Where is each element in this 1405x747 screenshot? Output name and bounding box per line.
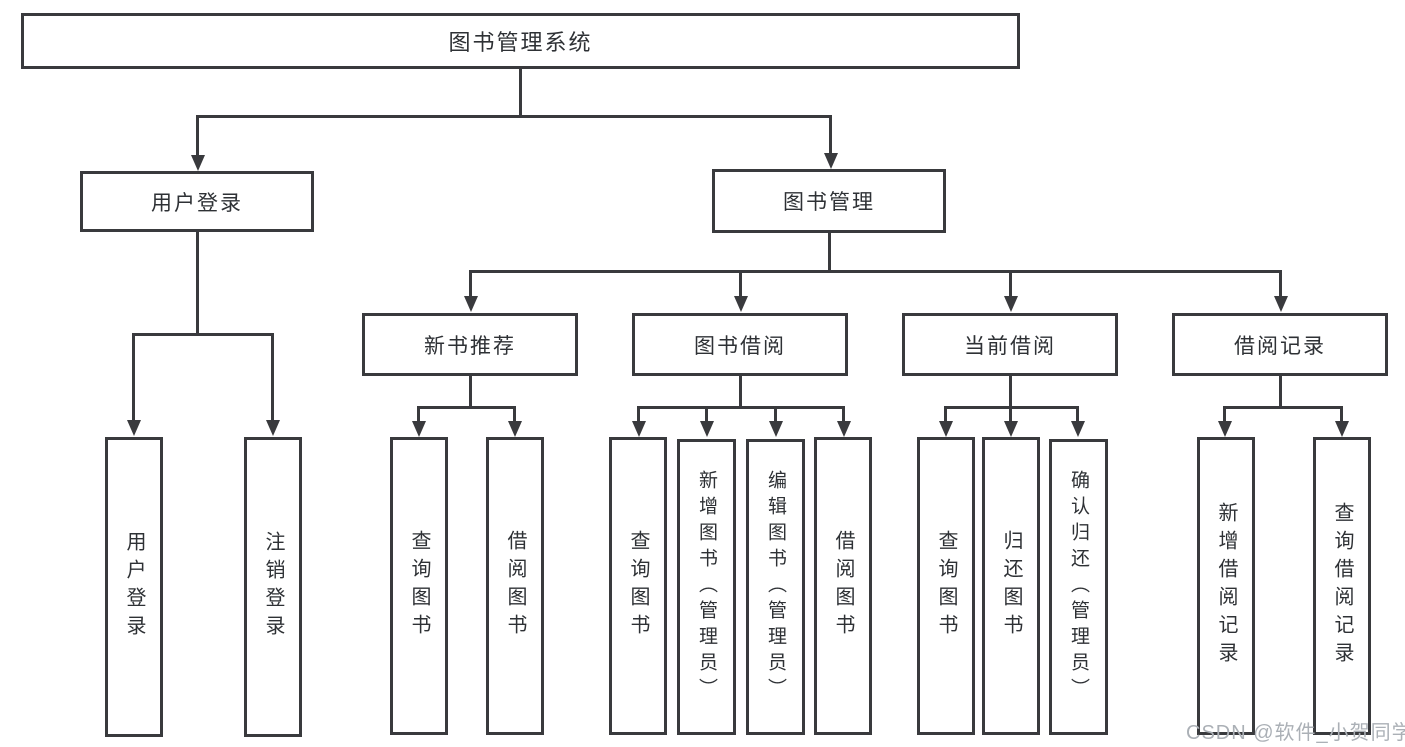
node-logout-action: 注销登录 (244, 437, 302, 737)
connector-line (196, 115, 199, 157)
arrowhead-down (769, 421, 783, 437)
node-confirm-return-admin: 确认归还（管理员） (1049, 439, 1108, 735)
connector-line (469, 270, 472, 298)
arrowhead-down (1218, 421, 1232, 437)
connector-line (1009, 374, 1012, 409)
node-return-books: 归还图书 (982, 437, 1040, 735)
connector-line (1340, 406, 1343, 422)
node-label: 查询图书 (408, 530, 430, 642)
connector-line (1009, 406, 1012, 422)
arrowhead-down (734, 296, 748, 312)
connector-line (196, 115, 832, 118)
node-label: 图书管理系统 (448, 30, 593, 55)
connector-line (417, 406, 516, 409)
connector-line (944, 406, 947, 422)
arrowhead-down (632, 421, 646, 437)
node-label: 编辑图书（管理员） (765, 470, 786, 704)
node-user-login: 用户登录 (80, 171, 314, 232)
node-label: 注销登录 (262, 531, 284, 643)
node-label: 新书推荐 (424, 334, 516, 358)
arrowhead-down (464, 296, 478, 312)
node-label: 当前借阅 (964, 334, 1056, 358)
node-borrow-books: 借阅图书 (814, 437, 872, 735)
connector-line (705, 406, 708, 422)
node-label: 查询图书 (935, 530, 957, 642)
connector-line (1279, 374, 1282, 409)
connector-line (469, 374, 472, 409)
csdn-watermark: CSDN @软件_小贺同学 (1186, 722, 1405, 744)
node-user-login-action: 用户登录 (105, 437, 163, 737)
node-label: 归还图书 (1000, 530, 1022, 642)
arrowhead-down (127, 420, 141, 436)
connector-line (519, 67, 522, 117)
connector-line (1223, 406, 1226, 422)
node-label: 查询图书 (627, 530, 649, 642)
connector-line (774, 406, 777, 422)
connector-line (637, 406, 845, 409)
node-current-borrowing: 当前借阅 (902, 313, 1118, 376)
node-add-books-admin: 新增图书（管理员） (677, 439, 736, 735)
arrowhead-down (1071, 421, 1085, 437)
node-label: 借阅记录 (1234, 334, 1326, 358)
node-borrow-records: 借阅记录 (1172, 313, 1388, 376)
connector-line (1279, 270, 1282, 298)
node-query-books: 查询图书 (609, 437, 667, 735)
connector-line (739, 374, 742, 409)
connector-line (132, 333, 274, 336)
connector-line (637, 406, 640, 422)
arrowhead-down (412, 421, 426, 437)
node-label: 确认归还（管理员） (1068, 470, 1089, 704)
connector-line (196, 231, 199, 336)
node-label: 借阅图书 (832, 530, 854, 642)
arrowhead-down (266, 420, 280, 436)
arrowhead-down (1004, 296, 1018, 312)
node-label: 用户登录 (123, 531, 145, 643)
arrowhead-down (939, 421, 953, 437)
node-query-books: 查询图书 (390, 437, 448, 735)
connector-line (132, 333, 135, 420)
node-new-book-recommend: 新书推荐 (362, 313, 578, 376)
connector-line (1223, 406, 1343, 409)
connector-line (829, 115, 832, 155)
connector-line (828, 231, 831, 273)
node-label: 图书管理 (783, 191, 875, 214)
node-add-borrow-record: 新增借阅记录 (1197, 437, 1255, 735)
connector-line (469, 270, 1282, 273)
node-label: 查询借阅记录 (1331, 502, 1353, 670)
arrowhead-down (1335, 421, 1349, 437)
arrowhead-down (1004, 421, 1018, 437)
connector-line (513, 406, 516, 422)
node-library-management-system: 图书管理系统 (21, 13, 1020, 69)
node-query-books: 查询图书 (917, 437, 975, 735)
arrowhead-down (1274, 296, 1288, 312)
connector-line (1076, 406, 1079, 422)
connector-line (739, 270, 742, 298)
node-label: 新增图书（管理员） (696, 470, 717, 704)
arrowhead-down (700, 421, 714, 437)
node-borrow-books: 借阅图书 (486, 437, 544, 735)
arrowhead-down (191, 155, 205, 171)
node-label: 用户登录 (151, 191, 243, 215)
connector-line (417, 406, 420, 422)
node-edit-books-admin: 编辑图书（管理员） (746, 439, 805, 735)
node-label: 图书借阅 (694, 334, 786, 358)
connector-line (842, 406, 845, 422)
node-query-borrow-record: 查询借阅记录 (1313, 437, 1371, 735)
connector-line (1009, 270, 1012, 298)
arrowhead-down (508, 421, 522, 437)
connector-line (271, 333, 274, 420)
node-book-management: 图书管理 (712, 169, 946, 233)
node-label: 借阅图书 (504, 530, 526, 642)
node-label: 新增借阅记录 (1215, 502, 1237, 670)
arrowhead-down (837, 421, 851, 437)
node-book-borrowing: 图书借阅 (632, 313, 848, 376)
arrowhead-down (824, 153, 838, 169)
